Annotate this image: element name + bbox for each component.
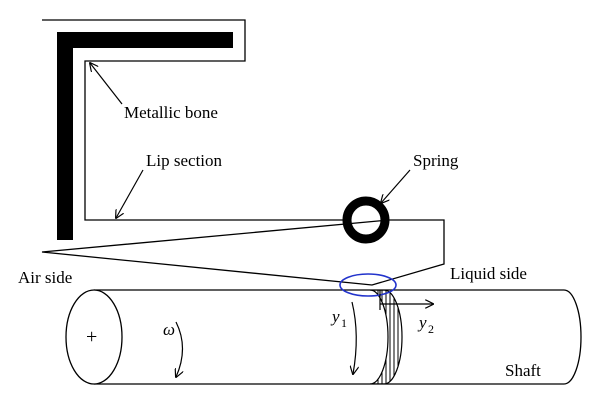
svg-text:y: y [417, 313, 427, 332]
omega-label: ω [163, 320, 175, 339]
shaft-label: Shaft [505, 361, 541, 380]
liquid-side-label: Liquid side [450, 264, 527, 283]
spring-arrow [381, 169, 411, 203]
y1-arrow [352, 301, 356, 374]
shaft-cylinder [65, 289, 582, 385]
metallic-bone-arrow [90, 63, 123, 105]
contact-band [369, 290, 403, 384]
y2-label: y 2 [417, 313, 434, 336]
rotation-arrow [176, 321, 183, 377]
metallic-bone-label: Metallic bone [124, 103, 218, 122]
lip-section-label: Lip section [146, 151, 223, 170]
svg-text:y: y [330, 307, 340, 326]
contact-zone-ellipse [339, 273, 397, 297]
seal-housing-outline [41, 19, 445, 286]
svg-text:2: 2 [428, 322, 434, 336]
spring-label: Spring [413, 151, 459, 170]
plus-sign: + [86, 326, 97, 348]
spring-ring [342, 196, 390, 244]
metallic-bone-shape [57, 32, 233, 240]
y1-label: y 1 [330, 307, 347, 330]
air-side-label: Air side [18, 268, 72, 287]
lip-section-arrow [116, 169, 144, 218]
svg-text:1: 1 [341, 316, 347, 330]
